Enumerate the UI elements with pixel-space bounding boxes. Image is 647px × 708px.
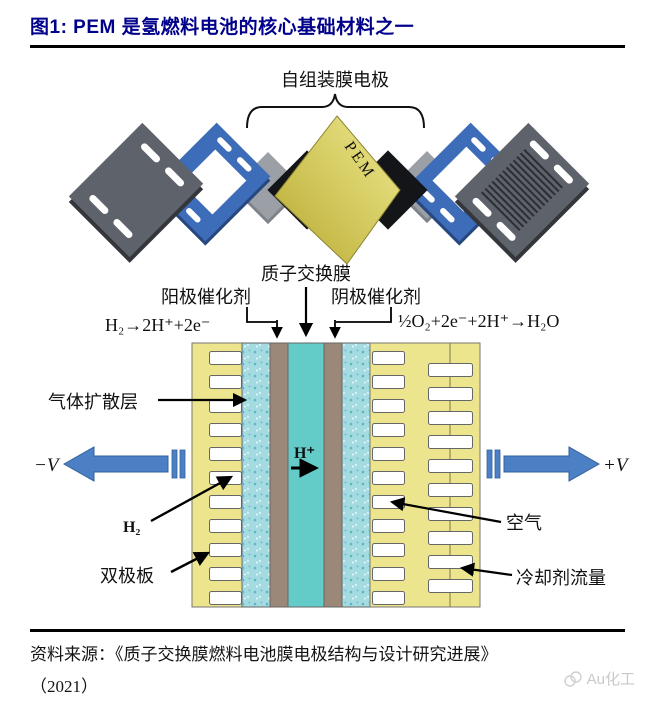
bottom-rule [30, 629, 625, 632]
anode-catalyst-connector [246, 307, 276, 323]
hydrogen-arrow [150, 475, 234, 523]
air-arrow [389, 497, 502, 524]
watermark-text: Au化工 [586, 671, 635, 688]
gdl-speckle-left [242, 343, 270, 607]
cross-section: H⁺ −V +V 气体扩散层 H₂ 双极板 空气 [34, 342, 630, 608]
exploded-stack: PEM 自组装膜电极 [68, 70, 590, 265]
proton-label: H⁺ [294, 445, 315, 462]
coolant-label: 冷却剂流量 [516, 568, 606, 588]
watermark-logo-icon [563, 670, 582, 687]
gdl-label: 气体扩散层 [48, 392, 138, 412]
catalyst-column-right [323, 342, 343, 608]
bipolar-plate-label: 双极板 [100, 566, 154, 586]
air-label: 空气 [506, 513, 542, 533]
exploded-bipolar-plate-left [68, 122, 204, 263]
title-rule [30, 45, 625, 48]
assembly-label: 自组装膜电极 [281, 70, 389, 90]
source-text: 资料来源：《质子交换膜燃料电池膜电极结构与设计研究进展》 [30, 645, 498, 664]
membrane-column [287, 342, 325, 608]
middle-annotations: 质子交换膜 阳极催化剂 阴极催化剂 H₂→2H⁺+2e⁻ ½O₂+2e⁻+2H⁺… [105, 264, 559, 339]
source-block: 资料来源：《质子交换膜燃料电池膜电极结构与设计研究进展》 （2021） [30, 639, 630, 704]
bipolar-plate-arrow [170, 551, 211, 574]
cathode-catalyst-connector [336, 307, 392, 323]
gdl-speckle-right [342, 343, 370, 607]
cathode-catalyst-label: 阴极催化剂 [331, 287, 421, 307]
pos-terminal-label: +V [603, 455, 630, 476]
assembly-brace [246, 93, 425, 129]
neg-terminal-arrow [62, 446, 186, 482]
watermark: Au化工 [563, 668, 635, 689]
neg-terminal-label: −V [34, 455, 61, 476]
anode-reaction: H₂→2H⁺+2e⁻ [105, 315, 210, 335]
pem-diamond: PEM [274, 115, 401, 265]
membrane-label: 质子交换膜 [261, 264, 351, 284]
exploded-bipolar-plate-right [454, 122, 590, 263]
flow-field-grooves [480, 148, 564, 232]
catalyst-column-left [269, 342, 289, 608]
source-year: （2021） [30, 677, 98, 697]
coolant-channel-slots [428, 363, 473, 601]
hydrogen-label: H₂ [123, 519, 140, 536]
figure-title: 图1: PEM 是氢燃料电池的核心基础材料之一 [30, 17, 415, 38]
anode-catalyst-label: 阳极催化剂 [161, 287, 251, 307]
cathode-reaction: ½O₂+2e⁻+2H⁺→H₂O [398, 311, 559, 331]
coolant-arrow [459, 562, 513, 577]
pos-terminal-arrow [486, 446, 601, 482]
air-channel-slots [372, 351, 405, 607]
